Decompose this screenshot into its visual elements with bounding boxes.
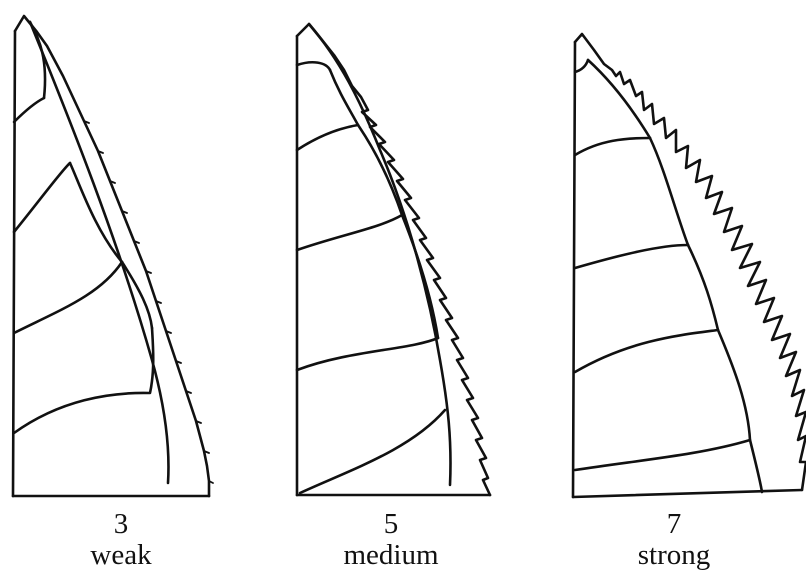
leaf-vein-strong-7	[650, 138, 688, 245]
leaf-vein-medium-4	[297, 338, 438, 370]
leaf-vein-medium-2	[297, 125, 358, 150]
leaf-drawing-medium	[297, 24, 490, 495]
caption-note: 5	[291, 509, 491, 540]
leaf-vein-strong-4	[575, 330, 718, 372]
leaf-vein-weak-1	[14, 98, 44, 122]
leaf-teeth-weak	[84, 121, 213, 483]
leaf-vein-strong-3	[575, 245, 688, 268]
leaf-midrib-weak	[13, 31, 15, 496]
caption-label: weak	[21, 540, 221, 571]
caption-note: 3	[21, 509, 221, 540]
leaf-marginal-vein-weak	[30, 22, 168, 483]
caption-medium: 5 medium	[291, 509, 491, 571]
leaf-vein-strong-8	[688, 245, 718, 330]
leaf-vein-weak-3	[14, 262, 122, 333]
leaf-margin-medium	[297, 24, 490, 495]
leaf-vein-strong-5	[575, 440, 750, 470]
leaf-midrib-strong	[573, 42, 575, 497]
leaf-vein-strong-2	[575, 138, 650, 155]
caption-strong: 7 strong	[574, 509, 774, 571]
leaf-vein-medium-3	[297, 215, 402, 250]
leaf-vein-strong-9	[718, 330, 762, 492]
leaf-vein-medium-1	[297, 62, 330, 70]
caption-note: 7	[574, 509, 774, 540]
leaf-drawing-weak	[13, 16, 213, 496]
leaf-vein-medium-6	[330, 70, 358, 125]
leaf-vein-weak-6	[70, 163, 122, 262]
leaf-base-strong	[573, 490, 802, 497]
leaf-vein-medium-5	[300, 410, 445, 493]
caption-label: medium	[291, 540, 491, 571]
caption-weak: 3 weak	[21, 509, 221, 571]
leaf-vein-weak-2	[14, 163, 70, 232]
leaf-margin-strong	[575, 34, 806, 490]
leaf-vein-strong-1	[575, 60, 588, 72]
caption-label: strong	[574, 540, 774, 571]
leaf-vein-weak-4	[14, 328, 153, 433]
leaf-drawing-strong	[573, 34, 806, 497]
